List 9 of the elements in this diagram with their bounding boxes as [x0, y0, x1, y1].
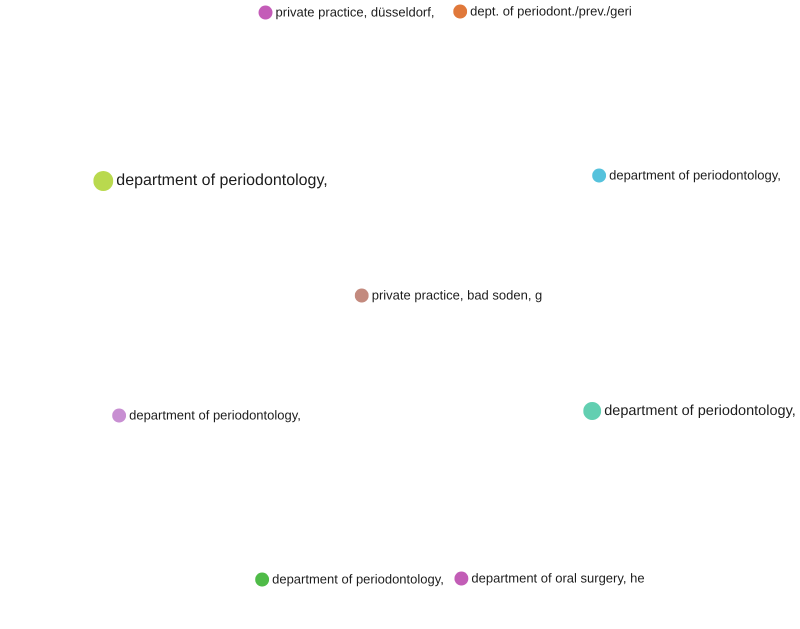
node-label: dept. of periodont./prev./geri: [470, 4, 632, 20]
node-label: department of periodontology,: [116, 172, 328, 190]
node-label: private practice, düsseldorf,: [276, 6, 434, 20]
node-label: department of periodontology,: [272, 572, 444, 588]
node-label: department of periodontology,: [129, 408, 301, 424]
node-label: department of periodontology,: [604, 402, 796, 420]
node-label: department of oral surgery, he: [471, 572, 645, 586]
node-label: private practice, bad soden, g: [372, 288, 542, 304]
node-label: department of periodontology,: [609, 168, 781, 184]
